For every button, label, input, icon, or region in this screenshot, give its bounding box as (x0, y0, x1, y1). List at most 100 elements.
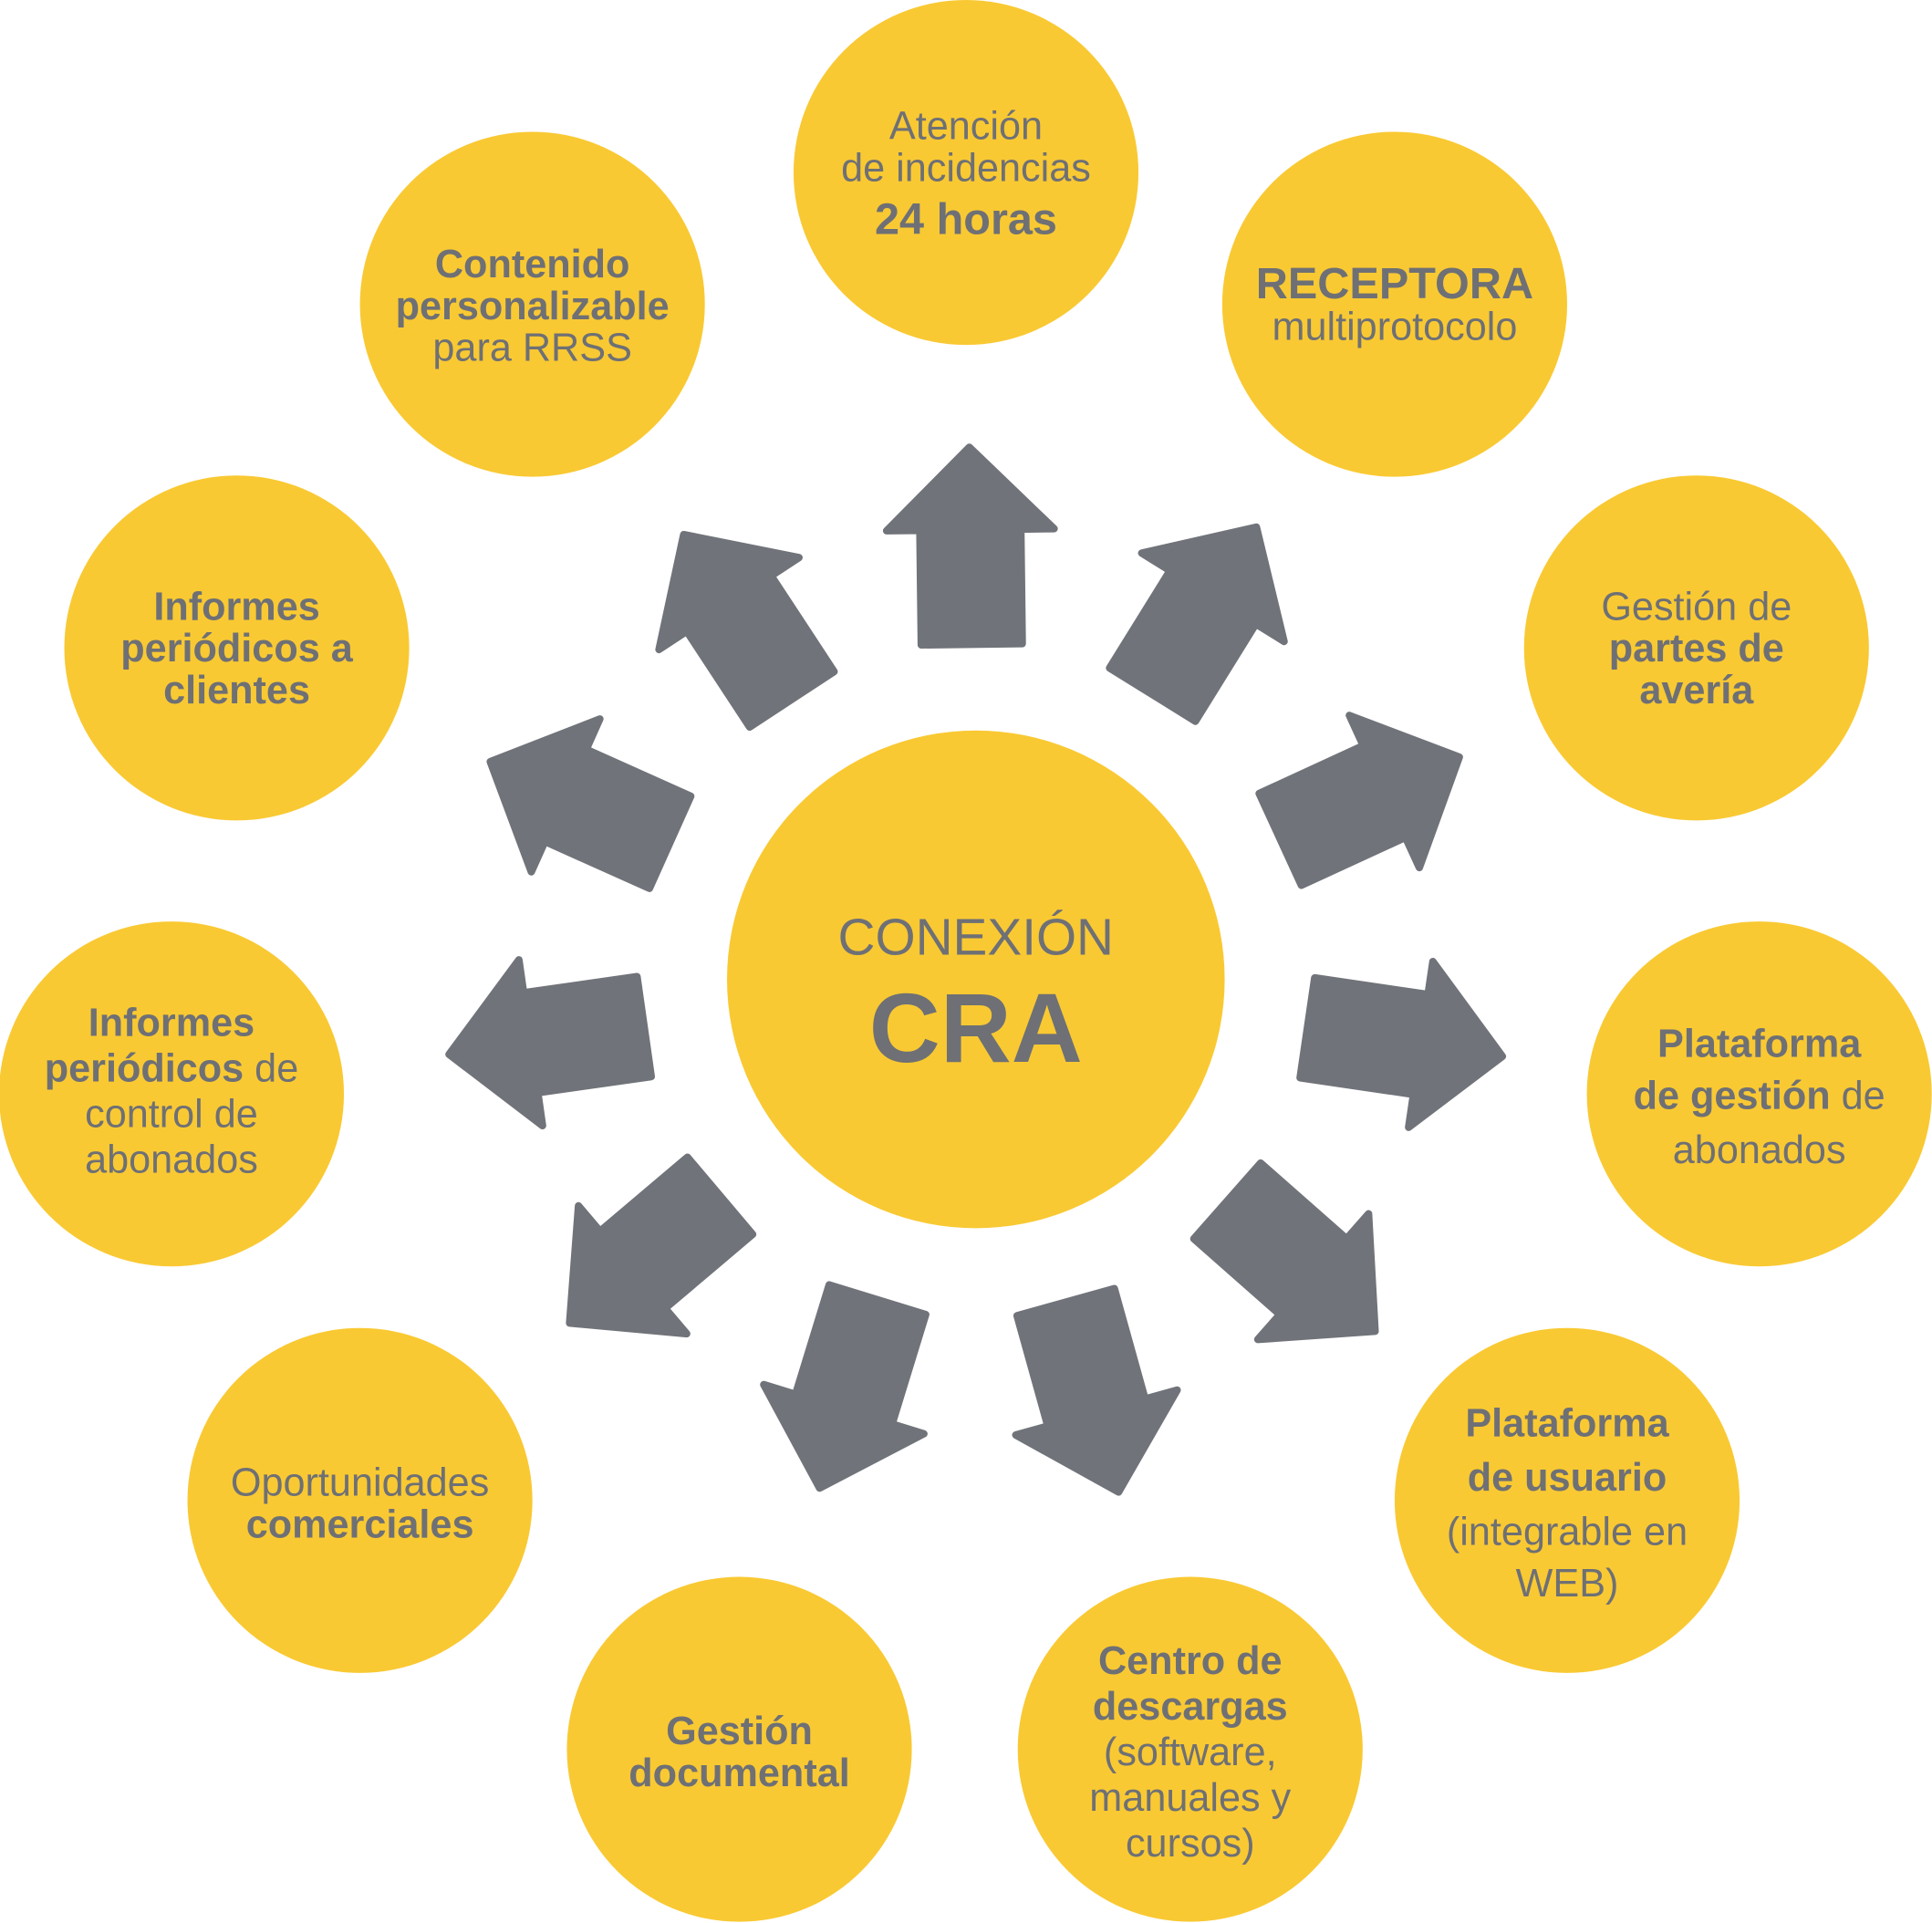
label-segment: manuales y (1089, 1776, 1291, 1820)
label-segment: Gestión de (1601, 585, 1792, 629)
label-segment: descargas (1093, 1685, 1288, 1729)
node-label-line: periódicos a (120, 627, 353, 670)
arrow-to-gestion-documental (760, 1281, 930, 1492)
node-circle (1017, 1576, 1363, 1922)
node-label-line: cursos) (1126, 1822, 1255, 1866)
label-segment: de incidencias (841, 147, 1091, 191)
label-segment: abonados (85, 1138, 258, 1182)
label-segment: abonados (1673, 1128, 1846, 1172)
node-label-line: Oportunidades (231, 1460, 489, 1504)
node-circle (1523, 475, 1869, 821)
arrow-to-plataforma-usuario (1189, 1159, 1379, 1344)
label-segment: RECEPTORA (1256, 259, 1533, 308)
hub-circle (727, 730, 1225, 1229)
label-segment: avería (1639, 669, 1754, 712)
label-segment: Plataforma (1657, 1023, 1862, 1066)
arrow-to-partes-averia (1255, 712, 1463, 889)
label-segment: de (244, 1047, 298, 1091)
node-label-line: Centro de (1098, 1639, 1283, 1683)
label-segment: documental (628, 1751, 849, 1795)
node-label-line: clientes (163, 669, 310, 712)
node-label-line: (software, (1104, 1731, 1277, 1774)
node-circle (1394, 1327, 1740, 1673)
node-label-line: Plataforma (1657, 1023, 1862, 1066)
label-segment: Contenido (435, 243, 630, 286)
label-segment: periódicos a (120, 627, 353, 670)
arrows (445, 443, 1507, 1496)
node-label-line: avería (1639, 669, 1754, 712)
label-segment: de usuario (1468, 1456, 1667, 1500)
node-label-line: documental (628, 1751, 849, 1795)
node-plataforma-usuario: Plataforma de usuario (integrable en WEB) (1394, 1327, 1740, 1673)
node-circle (566, 1576, 912, 1922)
label-segment: Gestión (666, 1710, 813, 1753)
arrow-to-oportunidades (566, 1153, 757, 1338)
arrow-to-plataforma-gestion (1296, 957, 1507, 1131)
node-label-line: manuales y (1089, 1776, 1291, 1820)
label-segment: cursos) (1126, 1822, 1255, 1866)
arrow-to-contenido-rrss (655, 530, 838, 732)
label-segment: Informes (88, 1002, 254, 1045)
arrow-to-centro-descargas (1012, 1284, 1181, 1496)
node-label-line: RECEPTORA (1256, 259, 1533, 308)
label-segment: personalizable (396, 285, 670, 328)
node-circle (0, 921, 344, 1267)
label-segment: WEB) (1516, 1562, 1619, 1606)
node-label-line: Atención (889, 105, 1043, 149)
arrow-to-informes-control (445, 956, 656, 1130)
label-segment: de gestión (1634, 1074, 1831, 1117)
label-segment: 24 horas (875, 195, 1057, 244)
node-circle (1586, 921, 1932, 1267)
label-segment: Plataforma (1465, 1402, 1669, 1446)
node-label-line: descargas (1093, 1685, 1288, 1729)
hub-title: CONEXIÓN (838, 910, 1114, 967)
node-label-line: Gestión de (1601, 585, 1792, 629)
node-label-line: (integrable en (1447, 1510, 1688, 1554)
node-label-line: partes de (1609, 627, 1784, 670)
node-label-line: de usuario (1468, 1456, 1667, 1500)
label-segment: Centro de (1098, 1639, 1283, 1683)
node-label-line: periódicos de (45, 1047, 299, 1091)
label-segment: para RRSS (432, 327, 632, 370)
label-segment: Informes (153, 585, 319, 629)
node-plataforma-gestion: Plataforma de gestión de abonados (1586, 921, 1932, 1267)
node-label-line: para RRSS (432, 327, 632, 370)
node-circle (64, 475, 410, 821)
node-label-line: 24 horas (875, 195, 1057, 244)
label-segment: partes de (1609, 627, 1784, 670)
hub: CONEXIÓN CRA (727, 730, 1225, 1229)
node-circle (1221, 131, 1568, 477)
arrow-to-atencion-incidencias (882, 443, 1058, 650)
node-label-line: personalizable (396, 285, 670, 328)
arrow-to-informes-clientes (486, 715, 695, 892)
node-label-line: control de (85, 1093, 258, 1137)
label-segment: control de (85, 1093, 258, 1137)
node-label-line: multiprotocolo (1272, 306, 1517, 349)
node-label-line: WEB) (1516, 1562, 1619, 1606)
hub-cra: CRA (869, 972, 1083, 1083)
node-label-line: comerciales (246, 1502, 474, 1546)
node-circle (359, 131, 705, 477)
node-label-line: de gestión de (1634, 1074, 1885, 1117)
node-circle (793, 0, 1139, 346)
node-circle (187, 1327, 533, 1673)
node-label-line: abonados (1673, 1128, 1846, 1172)
label-segment: de (1831, 1074, 1885, 1117)
label-segment: comerciales (246, 1502, 474, 1546)
label-segment: multiprotocolo (1272, 306, 1517, 349)
node-label-line: Informes (88, 1002, 254, 1045)
label-segment: Atención (889, 105, 1043, 149)
label-segment: periódicos (45, 1047, 244, 1091)
label-segment: Oportunidades (231, 1460, 489, 1504)
arrow-to-receptora (1106, 523, 1288, 725)
